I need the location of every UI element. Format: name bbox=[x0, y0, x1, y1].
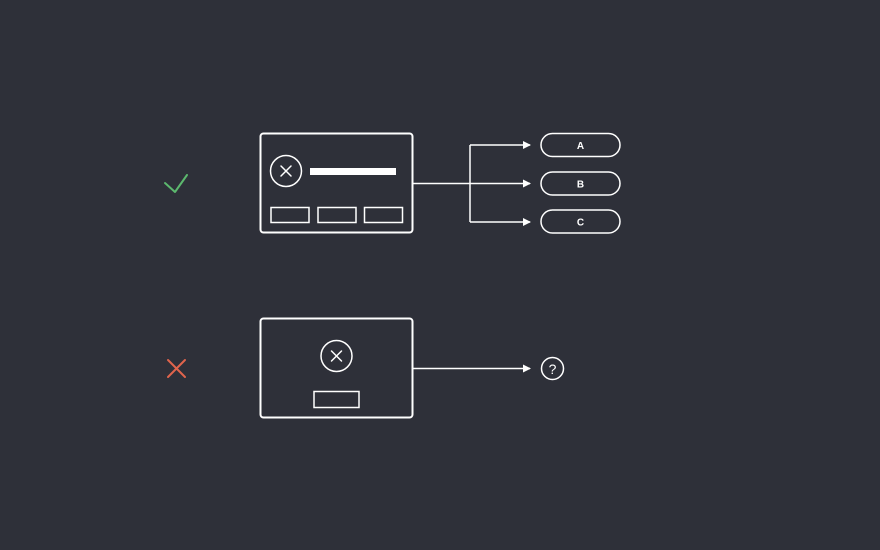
question-mark-icon: ? bbox=[540, 356, 565, 381]
message-text-bar bbox=[310, 168, 396, 175]
bad-dialog-mockup bbox=[259, 317, 414, 419]
dialog-frame bbox=[259, 317, 414, 419]
dialog-button-3 bbox=[363, 206, 404, 224]
circled-x-icon bbox=[269, 154, 303, 188]
bad-example: ? bbox=[167, 317, 565, 419]
circled-x-icon bbox=[320, 339, 353, 373]
dialog-button-1 bbox=[270, 206, 310, 224]
branching-arrows bbox=[413, 141, 531, 226]
checkmark-icon bbox=[164, 174, 188, 193]
question-mark-glyph: ? bbox=[549, 361, 557, 377]
option-c-label: C bbox=[577, 218, 584, 229]
option-a-label: A bbox=[577, 141, 584, 152]
dialog-button bbox=[313, 390, 360, 409]
dialog-frame bbox=[259, 132, 414, 234]
dialog-button-2 bbox=[317, 206, 357, 224]
option-a-pill: A bbox=[540, 132, 621, 158]
option-c-pill: C bbox=[540, 209, 621, 234]
good-dialog-mockup bbox=[259, 132, 414, 234]
cross-icon bbox=[167, 359, 186, 378]
option-b-label: B bbox=[577, 180, 584, 191]
good-example: A B C bbox=[164, 132, 621, 234]
option-b-pill: B bbox=[540, 171, 621, 196]
